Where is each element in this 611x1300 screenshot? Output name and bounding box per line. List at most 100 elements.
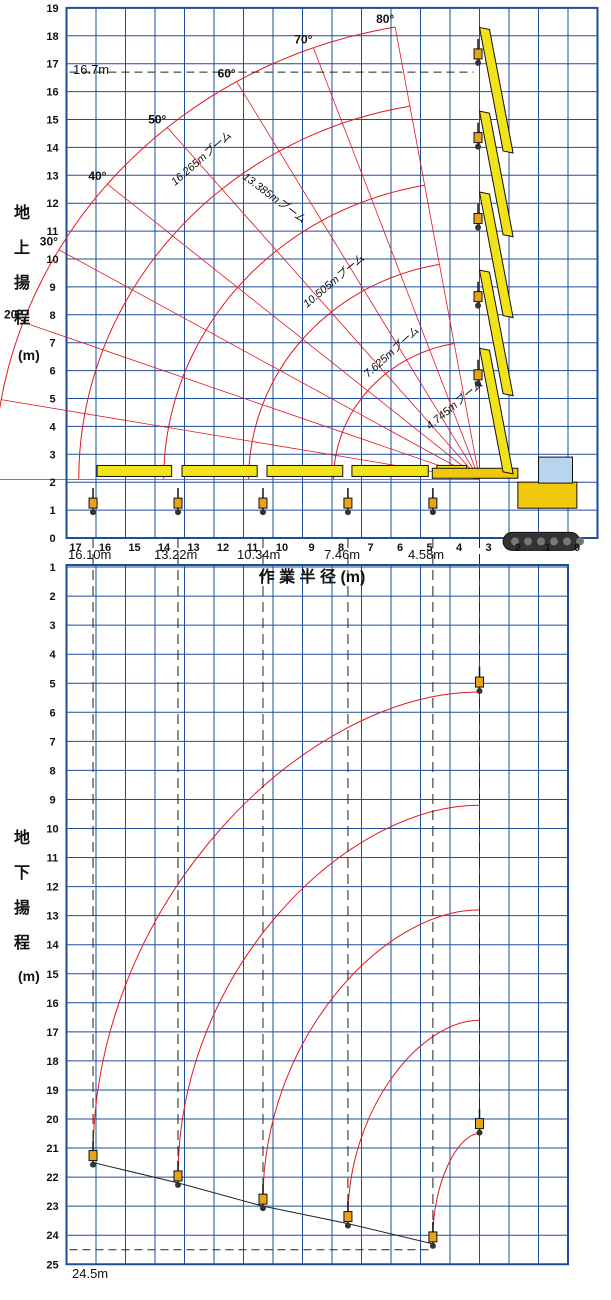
max-radius-label: 16.10m (68, 547, 111, 562)
hook (429, 509, 436, 516)
x-tick-label: 1 (544, 542, 550, 554)
hook (175, 1181, 182, 1188)
hook-block (475, 1118, 484, 1130)
hook (475, 59, 482, 66)
x-axis-label: 作 業 半 径 (m) (259, 567, 366, 586)
boom-label-16: 16.265mブーム (168, 129, 233, 188)
angle-label: 40° (88, 169, 106, 183)
y-tick-label: 17 (46, 59, 58, 71)
hook (475, 302, 482, 309)
x-tick-label: 8 (338, 542, 344, 554)
hook-block (173, 497, 183, 509)
depth-curve (92, 691, 480, 1157)
boom-base (431, 467, 519, 479)
y-tick-label: 2 (49, 591, 55, 603)
hook (90, 509, 97, 516)
y-tick-label: 4 (49, 649, 56, 661)
angle-label: 70° (294, 33, 312, 47)
y-tick-label: 9 (49, 282, 55, 294)
x-tick-label: 0 (574, 542, 580, 554)
hook (90, 1161, 97, 1168)
y-axis-label-char: 上 (14, 239, 30, 257)
y-tick-label: 12 (46, 882, 58, 894)
depth-curve (432, 1133, 480, 1239)
hook (344, 509, 351, 516)
y-tick-label: 7 (49, 338, 55, 350)
hook-block (173, 1170, 183, 1182)
hook (475, 143, 482, 150)
angle-ray (394, 26, 480, 480)
y-tick-label: 1 (49, 562, 55, 574)
hook (475, 224, 482, 231)
y-tick-label: 6 (49, 366, 55, 378)
hook-block (88, 497, 98, 509)
y-tick-label: 19 (46, 1085, 58, 1097)
y-tick-label: 12 (46, 198, 58, 210)
y-tick-label: 23 (46, 1201, 58, 1213)
x-tick-label: 4 (456, 542, 463, 554)
y-axis-label-char: 下 (14, 865, 30, 882)
hook-block (258, 1193, 268, 1205)
boom-vertical-section (478, 26, 514, 154)
crane-machine (88, 26, 584, 1249)
angle-ray (313, 47, 480, 480)
hook-block (428, 1231, 438, 1243)
chart-labels: 0123456789101112131415161718191234567891… (0, 3, 580, 1271)
y-tick-label: 16 (46, 998, 58, 1010)
depth-curve (262, 909, 480, 1201)
x-tick-label: 7 (367, 542, 373, 554)
crane-cab (538, 456, 573, 484)
y-tick-label: 0 (49, 533, 55, 545)
y-tick-label: 10 (46, 254, 58, 266)
y-tick-label: 8 (49, 765, 55, 777)
y-above-unit: (m) (18, 347, 40, 363)
hook-block (343, 1211, 353, 1223)
x-tick-label: 9 (308, 542, 314, 554)
hook-block (258, 497, 268, 509)
y-tick-label: 10 (46, 824, 58, 836)
track-wheel (524, 537, 532, 546)
max-radius-label: 10.34m (237, 547, 280, 562)
boom-vertical-section (478, 191, 514, 319)
y-below-unit: (m) (18, 968, 40, 984)
y-tick-label: 15 (46, 115, 58, 127)
boom-section (266, 464, 344, 477)
y-tick-label: 3 (49, 449, 55, 461)
boom-vertical-section (478, 269, 514, 397)
hook (476, 1129, 483, 1136)
y-tick-label: 4 (49, 421, 56, 433)
y-tick-label: 3 (49, 620, 55, 632)
angle-ray (236, 81, 480, 480)
y-tick-label: 14 (46, 142, 59, 154)
max-radius-label: 4.58m (408, 547, 444, 562)
y-tick-label: 24 (46, 1230, 59, 1242)
track-wheel (537, 537, 545, 546)
hook-block (343, 497, 353, 509)
y-tick-label: 7 (49, 736, 55, 748)
angle-label: 80° (376, 12, 394, 26)
y-axis-label-char: 程 (14, 309, 30, 327)
track-wheel (563, 537, 571, 546)
depth-curve (347, 1019, 480, 1218)
y-tick-label: 18 (46, 31, 58, 43)
y-tick-label: 25 (46, 1259, 58, 1271)
depth-curve (177, 804, 480, 1178)
y-tick-label: 8 (49, 310, 55, 322)
x-tick-label: 2 (515, 542, 521, 554)
hook-block (475, 676, 484, 688)
angle-ray (22, 321, 480, 480)
boom-label-13: 13.385mブーム (240, 170, 308, 226)
y-tick-label: 11 (47, 226, 59, 238)
crane-body (517, 481, 578, 509)
y-axis-label-char: 地 (14, 828, 30, 847)
boom-vertical-section (478, 347, 514, 475)
hook-block (473, 48, 483, 60)
y-axis-label-char: 地 (14, 203, 30, 222)
hook-block (428, 497, 438, 509)
boom-label-10: 10.505mブーム (301, 252, 367, 310)
hook-block (473, 369, 483, 381)
y-tick-label: 22 (46, 1172, 58, 1184)
x-tick-label: 3 (485, 542, 491, 554)
y-tick-label: 14 (46, 940, 59, 952)
